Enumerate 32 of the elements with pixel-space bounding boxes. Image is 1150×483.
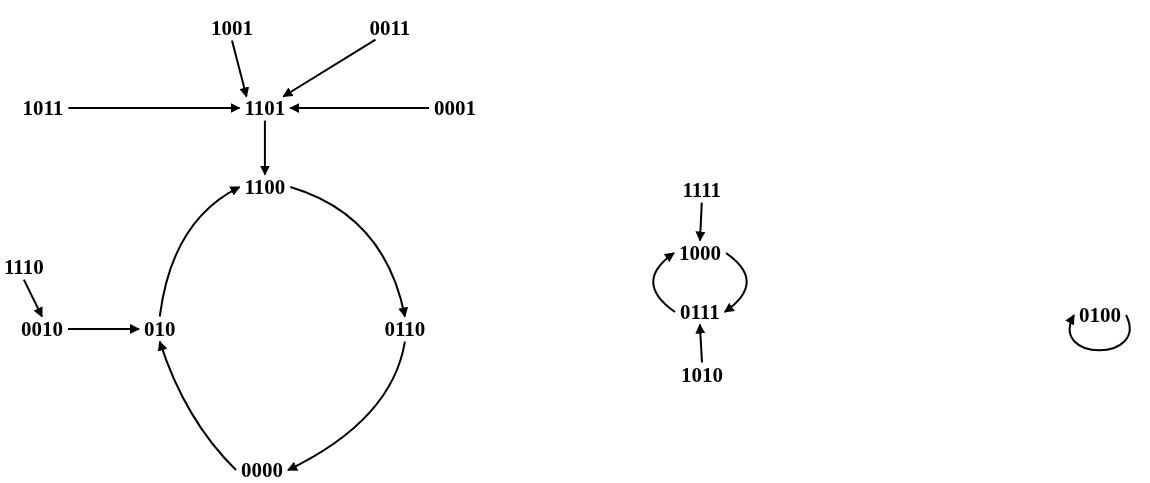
arrow: [67, 324, 140, 335]
state-label: 1100: [242, 175, 288, 199]
state-label: 0011: [367, 16, 413, 40]
state-label: 0000: [239, 458, 285, 482]
arrow: [695, 323, 706, 364]
arrow: [22, 278, 43, 318]
arrow: [289, 103, 430, 114]
state-label: 1101: [242, 96, 288, 120]
state-label: 0111: [678, 300, 722, 324]
state-label: 1111: [680, 178, 724, 202]
arrow: [723, 252, 748, 314]
state-label: 1010: [679, 363, 725, 387]
arrow: [289, 186, 408, 318]
arrow: [67, 103, 241, 114]
arrow: [157, 340, 237, 472]
state-label: 0001: [432, 96, 478, 120]
arrow: [231, 39, 250, 98]
state-label: 1110: [2, 255, 46, 279]
arrow: [287, 340, 406, 472]
state-label: 1011: [20, 96, 66, 120]
arrow: [259, 119, 270, 176]
arrow: [158, 186, 241, 318]
state-label: 010: [142, 317, 178, 341]
arrow: [282, 38, 377, 98]
arrow: [695, 201, 706, 242]
state-label: 0110: [382, 317, 428, 341]
state-label: 1001: [209, 16, 255, 40]
arrow: [1066, 314, 1131, 352]
state-label: 1000: [677, 241, 723, 265]
state-label: 0100: [1077, 303, 1123, 327]
state-label: 0010: [19, 317, 65, 341]
arrow: [652, 252, 676, 314]
